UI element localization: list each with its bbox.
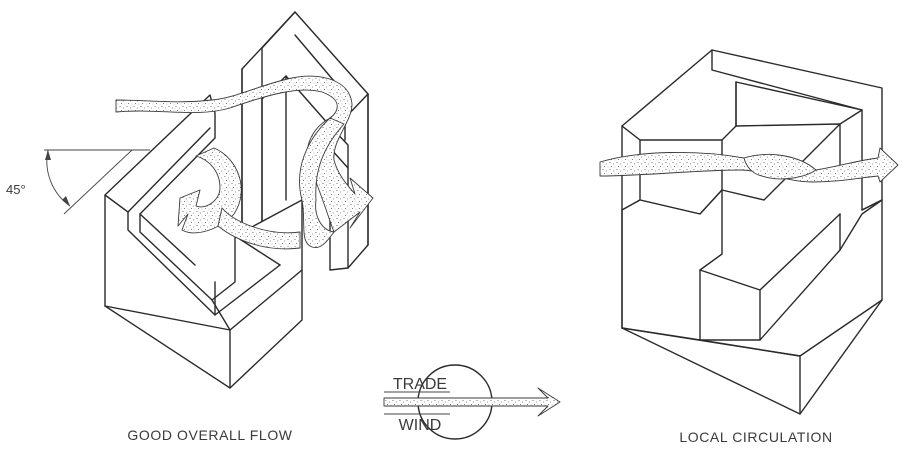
trade-wind-legend: TRADE WIND (383, 364, 561, 440)
right-airflow-ribbon (599, 147, 899, 183)
legend-label-trade: TRADE (393, 376, 447, 393)
angle-label: 45° (6, 182, 26, 197)
front-building (104, 94, 303, 389)
right-caption: LOCAL CIRCULATION (679, 429, 832, 445)
legend-label-wind: WIND (399, 417, 442, 434)
left-caption: GOOD OVERALL FLOW (127, 427, 292, 443)
angle-marker: 45° (6, 149, 150, 215)
left-building-pair: 45° GOOD OVERALL FLOW (6, 11, 374, 443)
left-airflow-ribbon (115, 75, 374, 250)
right-building (621, 49, 883, 415)
